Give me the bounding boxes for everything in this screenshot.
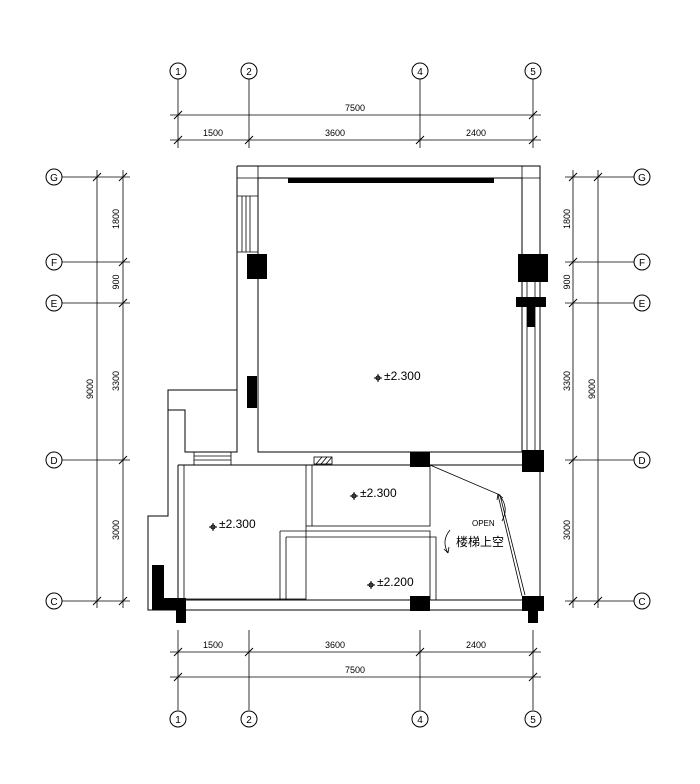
structural-columns <box>152 254 548 623</box>
column <box>516 297 546 307</box>
left-seg-1: 1800 <box>111 209 121 229</box>
axis-bubble-right-E: E <box>633 294 651 312</box>
svg-text:5: 5 <box>530 715 536 726</box>
axis-bubble-left-D: D <box>45 451 63 469</box>
column <box>528 605 538 623</box>
svg-text:F: F <box>51 258 57 269</box>
left-total-dim-text: 9000 <box>85 379 95 399</box>
right-dimension-group: 1800 900 3300 3000 9000 G F E D C <box>562 168 651 610</box>
elevation-left-room: ±2.300 <box>209 517 256 531</box>
open-arrow-head <box>496 493 504 501</box>
svg-text:2: 2 <box>246 67 252 78</box>
elevation-middle-room: ±2.300 <box>350 486 397 500</box>
column <box>176 598 186 623</box>
bottom-seg-3: 2400 <box>466 640 486 650</box>
axis-bubble-top-5: 5 <box>524 62 542 80</box>
svg-text:1: 1 <box>175 67 181 78</box>
left-room-wall <box>183 464 307 600</box>
axis-bubble-left-E: E <box>45 294 63 312</box>
middle-wall <box>178 451 540 466</box>
right-total-dim-text: 9000 <box>587 379 597 399</box>
top-dimension-group: 1 2 4 5 7500 1500 3600 2400 <box>169 62 542 148</box>
svg-text:4: 4 <box>417 67 423 78</box>
svg-text:2: 2 <box>246 715 252 726</box>
column <box>522 596 544 611</box>
axis-bubble-bottom-1: 1 <box>169 710 187 728</box>
top-seg-2: 3600 <box>325 128 345 138</box>
axis-bubble-right-C: C <box>633 592 651 610</box>
bottom-seg-2: 3600 <box>325 640 345 650</box>
axis-bubble-bottom-5: 5 <box>524 710 542 728</box>
right-seg-1: 1800 <box>562 209 572 229</box>
axis-bubble-right-G: G <box>633 168 651 186</box>
axis-bubble-top-4: 4 <box>411 62 429 80</box>
axis-bubble-left-G: G <box>45 168 63 186</box>
svg-text:D: D <box>50 456 57 467</box>
svg-text:±2.300: ±2.300 <box>219 517 256 531</box>
stair-annotation: OPEN 楼梯上空 <box>443 493 506 554</box>
column <box>410 596 430 611</box>
axis-bubble-bottom-2: 2 <box>240 710 258 728</box>
bottom-total-dim-text: 7500 <box>345 665 365 675</box>
svg-text:G: G <box>638 173 646 184</box>
elevation-main-hall: ±2.300 <box>374 369 421 383</box>
svg-text:C: C <box>638 597 645 608</box>
left-seg-2: 900 <box>111 274 121 289</box>
building-walls <box>147 165 541 611</box>
svg-text:±2.200: ±2.200 <box>377 575 414 589</box>
right-seg-3: 3300 <box>562 371 572 391</box>
svg-text:±2.300: ±2.300 <box>384 369 421 383</box>
bottom-seg-1: 1500 <box>203 640 223 650</box>
middle-room-wall <box>311 464 431 527</box>
svg-text:C: C <box>50 597 57 608</box>
lower-outer-wall <box>147 410 541 611</box>
top-seg-1: 1500 <box>203 128 223 138</box>
svg-text:D: D <box>638 456 645 467</box>
top-seg-3: 2400 <box>466 128 486 138</box>
void-arrow-curve <box>444 529 451 554</box>
upper-hall-inner-wall <box>257 177 523 453</box>
left-seg-3: 3300 <box>111 371 121 391</box>
stair-void-outline <box>429 464 526 596</box>
hatched-block <box>313 456 333 465</box>
bottom-dimension-group: 1500 3600 2400 7500 1 2 4 5 <box>169 630 542 728</box>
left-window <box>237 195 258 253</box>
svg-text:E: E <box>51 299 58 310</box>
upper-hall-outer-wall <box>236 165 541 460</box>
column <box>527 307 535 327</box>
svg-text:E: E <box>639 299 646 310</box>
svg-text:5: 5 <box>530 67 536 78</box>
right-seg-2: 900 <box>562 274 572 289</box>
column <box>410 452 430 467</box>
open-arrow-curve <box>497 493 506 522</box>
right-seg-4: 3000 <box>562 520 572 540</box>
lower-room-wall <box>279 530 437 600</box>
void-arrow-head <box>443 546 450 554</box>
axis-bubble-top-1: 1 <box>169 62 187 80</box>
column <box>247 376 257 408</box>
axis-bubble-right-D: D <box>633 451 651 469</box>
svg-text:F: F <box>639 258 645 269</box>
axis-bubble-left-C: C <box>45 592 63 610</box>
top-total-dim-text: 7500 <box>345 103 365 113</box>
left-annex <box>167 389 238 453</box>
column <box>518 254 548 282</box>
column <box>247 254 267 279</box>
svg-text:1: 1 <box>175 715 181 726</box>
svg-text:G: G <box>50 173 58 184</box>
left-seg-4: 3000 <box>111 520 121 540</box>
axis-bubble-bottom-4: 4 <box>411 710 429 728</box>
axis-bubble-left-F: F <box>45 253 63 271</box>
column <box>522 450 544 472</box>
svg-text:4: 4 <box>417 715 423 726</box>
svg-text:±2.300: ±2.300 <box>360 486 397 500</box>
left-dimension-group: G F E D C 9000 1800 900 3300 3000 <box>45 168 130 610</box>
stair-void-label: 楼梯上空 <box>456 534 504 549</box>
axis-bubble-right-F: F <box>633 253 651 271</box>
stair-open-label: OPEN <box>472 519 495 528</box>
top-window-bar <box>288 178 494 183</box>
axis-bubble-top-2: 2 <box>240 62 258 80</box>
elevation-lower-room: ±2.200 <box>367 575 414 589</box>
